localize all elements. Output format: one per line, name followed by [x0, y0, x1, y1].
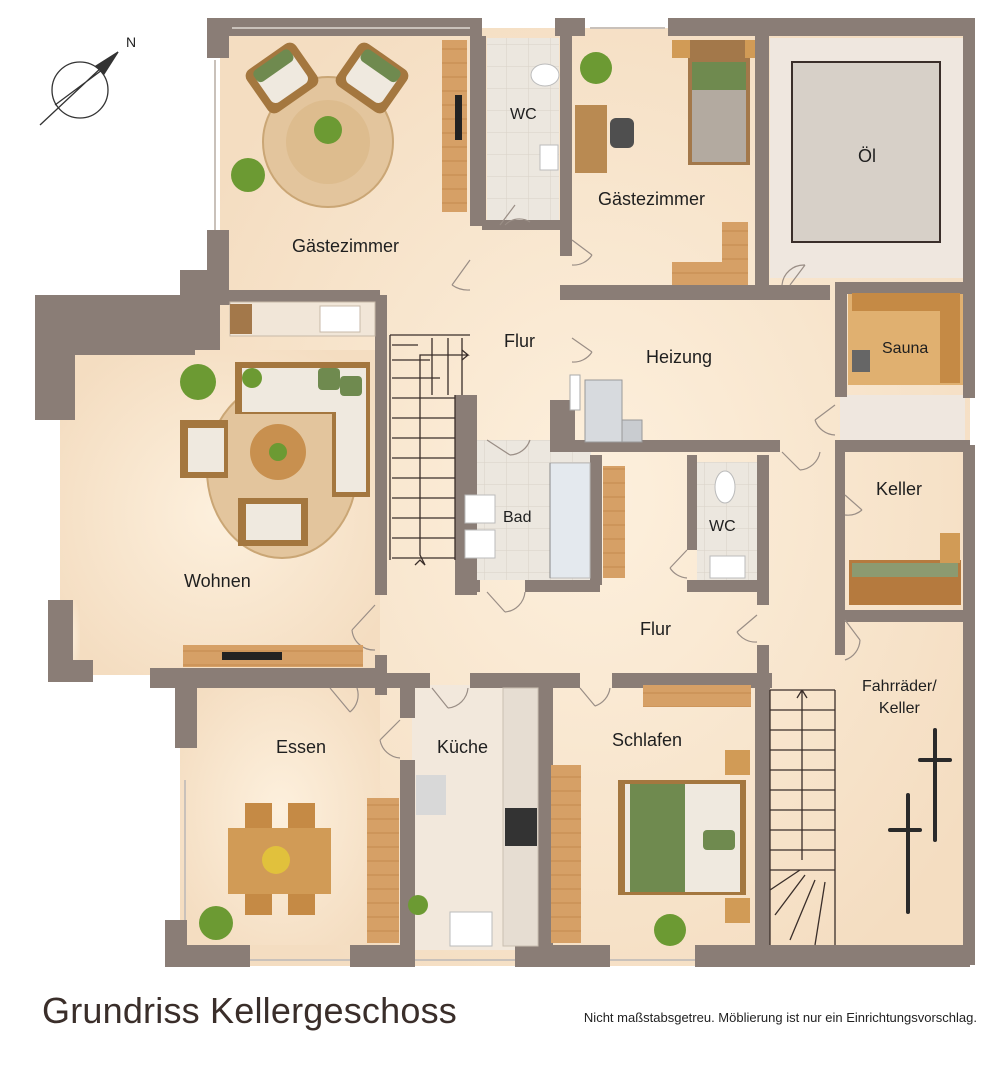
flur-shelf	[603, 466, 625, 578]
walls	[35, 18, 975, 967]
room-label-keller: Keller	[876, 479, 923, 499]
room-label-bad: Bad	[503, 509, 532, 526]
room-label-oel: Öl	[858, 146, 876, 166]
furniture-wc-1	[530, 63, 560, 171]
disclaimer-text: Nicht maßstabsgetreu. Möblierung ist nur…	[583, 1010, 977, 1025]
compass-icon	[39, 51, 119, 126]
room-label-gaestezimmer-2: Gästezimmer	[598, 189, 706, 209]
room-label-wc-2: WC	[709, 518, 736, 535]
furniture-keller	[849, 533, 961, 605]
room-label-schlafen: Schlafen	[612, 730, 683, 750]
furniture-sauna	[852, 293, 960, 383]
furniture-kueche	[408, 687, 539, 947]
furniture-wc-2	[709, 470, 746, 579]
room-label-heizung: Heizung	[646, 347, 713, 367]
bicycle-icon	[888, 728, 952, 914]
room-label-kueche: Küche	[437, 737, 489, 757]
room-label-flur-1: Flur	[504, 331, 535, 351]
staircase-upper	[389, 334, 470, 566]
furniture-heizung	[569, 374, 643, 443]
furniture-wohnen	[180, 362, 370, 667]
furniture-bad	[464, 462, 591, 579]
room-label-wc-1: WC	[510, 106, 537, 123]
room-label-flur-2: Flur	[640, 619, 671, 639]
furniture-gaestezimmer-1	[229, 40, 467, 337]
windows	[184, 27, 695, 961]
page-title: Grundriss Kellergeschoss	[42, 990, 457, 1031]
furniture-schlafen	[551, 685, 751, 946]
room-label-gaestezimmer-1: Gästezimmer	[292, 236, 400, 256]
furniture-oel-tank	[791, 61, 941, 243]
room-label-wohnen: Wohnen	[184, 571, 251, 591]
furniture-essen	[199, 798, 399, 943]
room-label-sauna: Sauna	[882, 340, 929, 357]
room-label-fahrraeder: Fahrräder/ Keller	[862, 676, 937, 720]
room-label-fahrraeder-line1: Fahrräder/	[862, 678, 937, 695]
room-label-fahrraeder-line2: Keller	[878, 700, 920, 717]
compass-north-label: N	[126, 34, 137, 50]
door-swings	[329, 204, 863, 759]
staircase-lower	[769, 689, 836, 946]
furniture-gaestezimmer-2	[575, 40, 755, 285]
room-label-essen: Essen	[276, 737, 327, 757]
